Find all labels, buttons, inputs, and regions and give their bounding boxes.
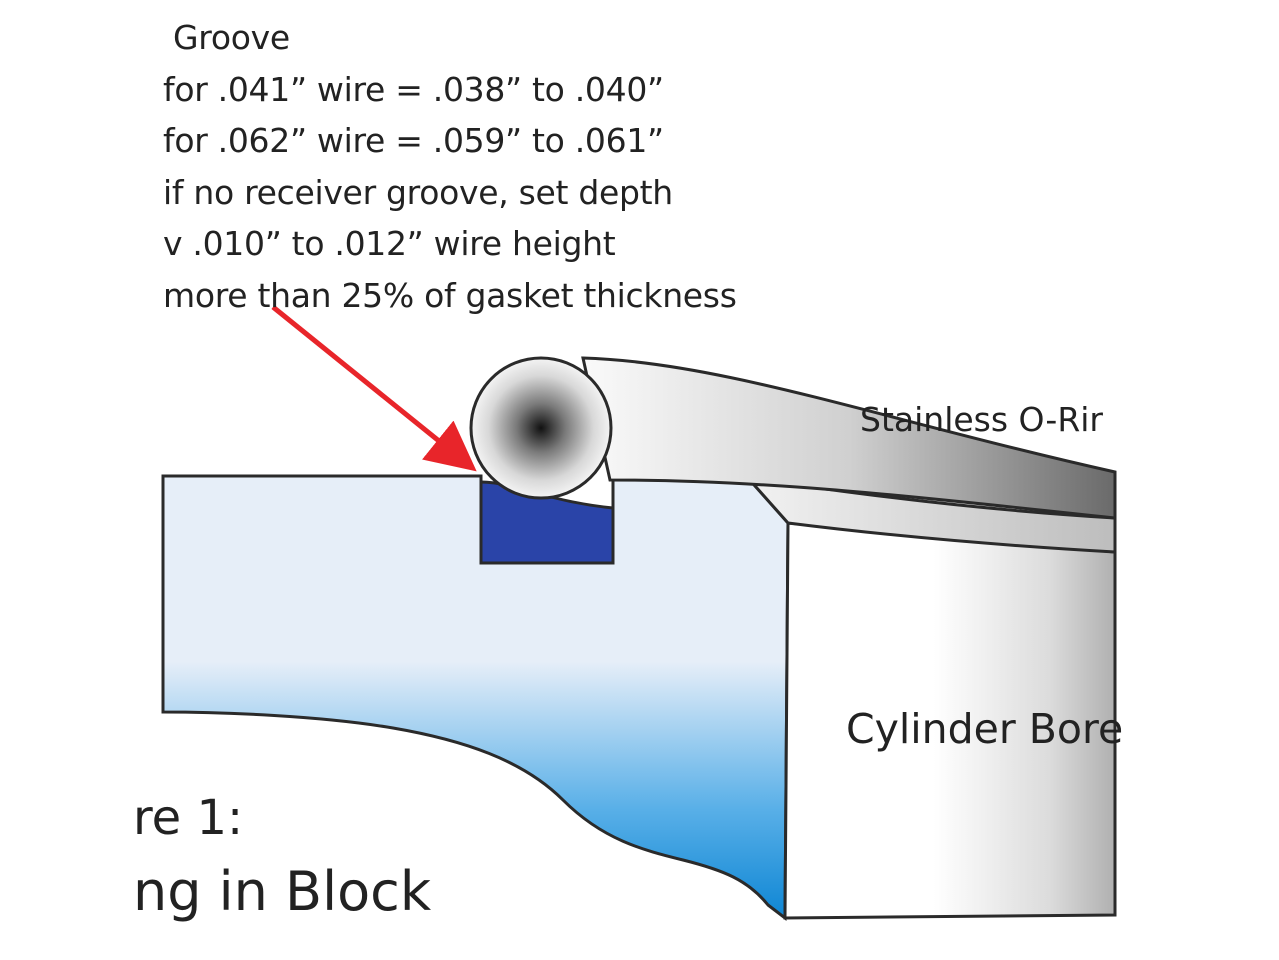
note-062-wire: for .062” wire = .059” to .061” — [163, 121, 664, 160]
block-body — [161, 474, 790, 922]
note-041-wire: for .041” wire = .038” to .040” — [163, 69, 664, 109]
note-wire-height: v .010” to .012” wire height — [163, 224, 616, 263]
cylinder-bore-label: Cylinder Bore — [846, 705, 1124, 753]
note-no-receiver-groove: if no receiver groove, set depth — [163, 172, 673, 212]
gasket-lip — [744, 475, 1117, 554]
o-ring-wire-section — [469, 356, 613, 500]
o-ring-diagram — [161, 305, 1117, 922]
stainless-o-ring-label: Stainless O-Rir — [860, 400, 1104, 439]
figure-caption-line2: ng in Block — [133, 860, 432, 923]
note-gasket-thickness: more than 25% of gasket thickness — [163, 275, 737, 315]
stainless-o-ring-band — [581, 356, 1117, 520]
note-groove-heading: Groove — [173, 18, 290, 57]
diagram-crop: Groove for .041” wire = .038” to .040” f… — [133, 0, 1123, 960]
callout-arrow — [271, 305, 477, 472]
figure-caption-line1: re 1: — [133, 790, 244, 846]
groove-spec-notes: Groove for .041” wire = .038” to .040” f… — [163, 12, 1115, 321]
